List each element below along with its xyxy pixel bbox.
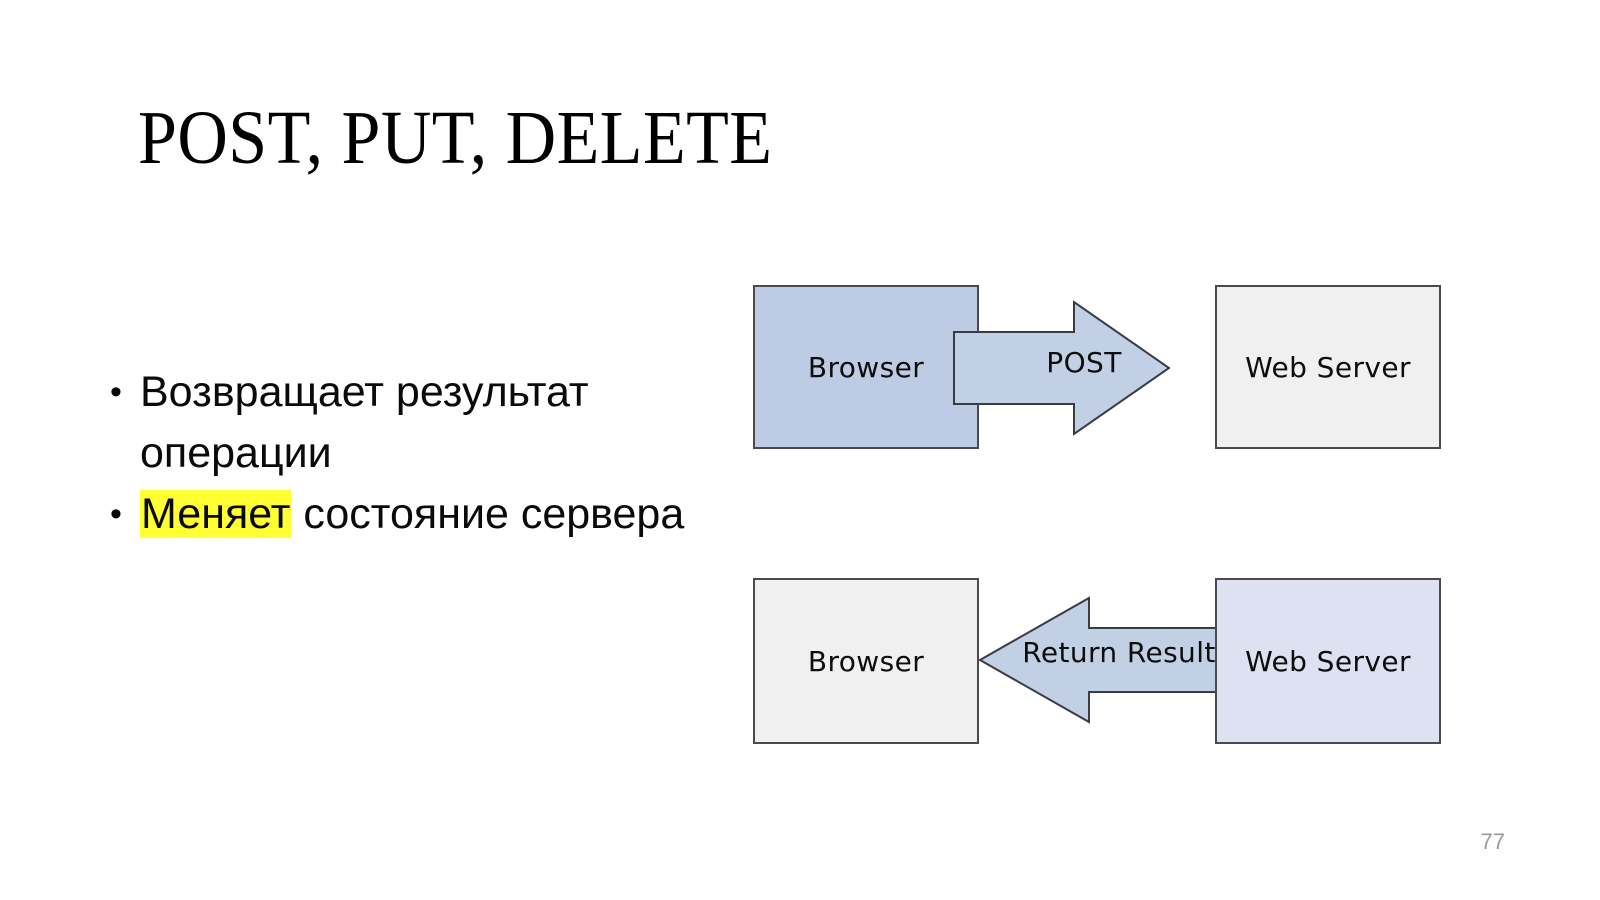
list-item: • Меняет состояние сервера — [110, 484, 690, 545]
highlighted-segment: Меняет — [140, 490, 292, 538]
node-browser-bottom-label: Browser — [807, 644, 925, 678]
page-number: 77 — [1480, 829, 1505, 854]
diagram-post-request: Browser POST Web Server — [736, 278, 1448, 458]
node-browser-bottom: Browser — [753, 578, 979, 744]
arrow-post-icon — [953, 300, 1171, 436]
list-item: • Возвращает результат операции — [110, 362, 690, 484]
arrow-return-icon — [977, 596, 1225, 724]
bullet-text: Меняет состояние сервера — [140, 484, 690, 545]
page-title: POST, PUT, DELETE — [138, 96, 773, 180]
node-browser-top-label: Browser — [807, 350, 925, 384]
bullet-segment: Возвращает результат операции — [140, 368, 589, 477]
bullet-dot-icon: • — [110, 495, 122, 533]
bullet-list: • Возвращает результат операции • Меняет… — [110, 362, 690, 545]
node-browser-top: Browser — [753, 285, 979, 449]
node-web-server-bottom: Web Server — [1215, 578, 1441, 744]
node-web-server-top: Web Server — [1215, 285, 1441, 449]
bullet-dot-icon: • — [110, 373, 122, 411]
bullet-segment: состояние сервера — [291, 490, 685, 538]
node-web-server-bottom-label: Web Server — [1245, 644, 1411, 678]
bullet-text: Возвращает результат операции — [140, 362, 690, 484]
node-web-server-top-label: Web Server — [1245, 350, 1411, 384]
diagram-return-result: Browser Return Result Web Server — [736, 566, 1448, 752]
arrow-post-label: POST — [1046, 346, 1122, 379]
arrow-return-label: Return Result — [1022, 636, 1216, 669]
